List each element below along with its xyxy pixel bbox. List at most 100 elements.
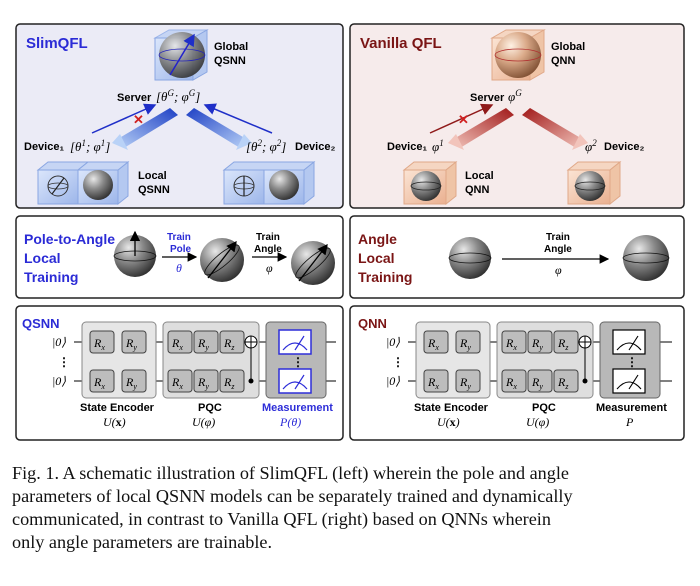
gate-ry-2: Ry xyxy=(121,369,147,393)
gate-pqc-rz-1-right: Rz xyxy=(553,330,579,354)
vdots: ⋮ xyxy=(58,355,70,369)
local-qnn-device2 xyxy=(566,160,622,206)
local-qnn-device1 xyxy=(402,160,458,206)
bloch-sphere-3 xyxy=(291,241,335,285)
gate-pqc-rz-2-right: Rz xyxy=(553,369,579,393)
device1-params-right: φ1 xyxy=(432,138,444,154)
vanilla-qfl-panel: Vanilla QFL Global QNN Server φG ✕ Devic… xyxy=(349,23,685,209)
ket-top-right: |0⟩ xyxy=(386,335,400,349)
blocked-x-mark: ✕ xyxy=(133,112,144,127)
gate-pqc-rx-2-right: Rx xyxy=(501,369,527,393)
gate-pqc-rx-2: Rx xyxy=(167,369,193,393)
qsnn-title: QSNN xyxy=(22,316,60,331)
device2-label: Device₂ xyxy=(295,141,335,153)
gate-pqc-rx-1-right: Rx xyxy=(501,330,527,354)
meter-vdots-right: ⋮ xyxy=(626,355,638,369)
vanilla-title: Vanilla QFL xyxy=(360,35,442,52)
state-encoder-label: State Encoder xyxy=(80,402,155,414)
measurement-sub-right: P xyxy=(625,415,634,429)
gate-rx-2-right: Rx xyxy=(423,369,449,393)
caption-line-1: Fig. 1. A schematic illustration of Slim… xyxy=(12,463,569,483)
local-label-line1: Local xyxy=(138,170,167,182)
gate-pqc-ry-1: Ry xyxy=(193,330,219,354)
caption-line-3: communicated, in contrast to Vanilla QFL… xyxy=(12,509,551,529)
pqc-label: PQC xyxy=(198,402,222,414)
pqc-label-right: PQC xyxy=(532,402,556,414)
phi-symbol-right: φ xyxy=(555,263,562,277)
gate-pqc-ry-2: Ry xyxy=(193,369,219,393)
train-pole-line1: Train xyxy=(167,232,191,243)
bloch-sphere-r1 xyxy=(448,237,492,279)
gate-pqc-rz-1: Rz xyxy=(219,330,245,354)
meter-vdots: ⋮ xyxy=(292,355,304,369)
local-qsnn-device1 xyxy=(36,160,130,206)
caption-line-4: only angle parameters are trainable. xyxy=(12,532,273,552)
meter-icon-1-right xyxy=(612,329,646,355)
slimqfl-title: SlimQFL xyxy=(26,35,88,52)
ket-bottom: |0⟩ xyxy=(52,374,66,388)
train-pole-line2: Pole xyxy=(170,244,192,255)
qnn-title: QNN xyxy=(358,316,387,331)
measurement-label: Measurement xyxy=(262,402,333,414)
device1-label-right: Device₁ xyxy=(387,141,427,153)
gate-rx-2: Rx xyxy=(89,369,115,393)
alt-title-line3: Training xyxy=(358,269,412,285)
local-label-line1-right: Local xyxy=(465,170,494,182)
figure-caption: Fig. 1. A schematic illustration of Slim… xyxy=(12,462,688,554)
figure: SlimQFL Global QSNN Server [θG; φG] ✕ De… xyxy=(15,23,685,441)
local-label-line2: QSNN xyxy=(138,184,170,196)
device2-params: [θ2; φ2] xyxy=(246,138,286,154)
ket-top: |0⟩ xyxy=(52,335,66,349)
server-label: Server xyxy=(117,92,152,104)
meter-icon-1 xyxy=(278,329,312,355)
pqc-sub-right: U(φ) xyxy=(526,415,549,429)
cnot-gate-right xyxy=(578,335,592,384)
device1-label: Device₁ xyxy=(24,141,64,153)
state-encoder-sub: U(x) xyxy=(103,415,126,429)
pole-to-angle-panel: Pole-to-Angle Local Training Train Pole … xyxy=(15,215,344,299)
train-angle-line2: Angle xyxy=(254,244,282,255)
blocked-x-mark-right: ✕ xyxy=(458,112,469,127)
slimqfl-panel: SlimQFL Global QSNN Server [θG; φG] ✕ De… xyxy=(15,23,344,209)
gate-pqc-ry-2-right: Ry xyxy=(527,369,553,393)
qsnn-circuit-panel: QSNN |0⟩ ⋮ |0⟩ Rx Ry Rx Ry Rx Ry Rz Rx R… xyxy=(15,305,344,441)
gate-rx-1-right: Rx xyxy=(423,330,449,354)
global-qnn-sphere xyxy=(490,29,546,81)
qnn-circuit-panel: QNN |0⟩ ⋮ |0⟩ Rx Ry Rx Ry Rx Ry Rz Rx Ry… xyxy=(349,305,685,441)
global-label-line1: Global xyxy=(214,41,248,53)
global-label-line2: QSNN xyxy=(214,55,246,67)
train-angle-r-line1: Train xyxy=(546,232,570,243)
local-label-line2-right: QNN xyxy=(465,184,490,196)
pta-title-line2: Local xyxy=(24,250,61,266)
bloch-sphere-r2 xyxy=(622,235,670,281)
server-label-right: Server xyxy=(470,92,505,104)
train-angle-line1: Train xyxy=(256,232,280,243)
angle-local-panel: Angle Local Training Train Angle φ xyxy=(349,215,685,299)
local-qsnn-device2 xyxy=(222,160,316,206)
alt-title-line2: Local xyxy=(358,250,395,266)
caption-line-2: parameters of local QSNN models can be s… xyxy=(12,486,573,506)
global-label-line1-right: Global xyxy=(551,41,585,53)
train-angle-r-line2: Angle xyxy=(544,244,572,255)
pqc-sub: U(φ) xyxy=(192,415,215,429)
device2-label-right: Device₂ xyxy=(604,141,644,153)
vdots-right: ⋮ xyxy=(392,355,404,369)
bloch-sphere-1 xyxy=(113,230,157,277)
gate-pqc-rx-1: Rx xyxy=(167,330,193,354)
gate-pqc-rz-2: Rz xyxy=(219,369,245,393)
ket-bottom-right: |0⟩ xyxy=(386,374,400,388)
gate-rx-1: Rx xyxy=(89,330,115,354)
gate-ry-1-right: Ry xyxy=(455,330,481,354)
gate-ry-1: Ry xyxy=(121,330,147,354)
gate-ry-2-right: Ry xyxy=(455,369,481,393)
device1-params: [θ1; φ1] xyxy=(70,138,110,154)
measurement-label-right: Measurement xyxy=(596,402,667,414)
bloch-sphere-2 xyxy=(200,238,244,282)
phi-symbol: φ xyxy=(266,261,273,275)
pta-title-line1: Pole-to-Angle xyxy=(24,231,115,247)
global-label-line2-right: QNN xyxy=(551,55,576,67)
measurement-sub: P(θ) xyxy=(279,415,301,429)
cnot-gate xyxy=(244,335,258,384)
pta-title-line3: Training xyxy=(24,269,78,285)
global-qsnn-sphere xyxy=(153,29,209,81)
